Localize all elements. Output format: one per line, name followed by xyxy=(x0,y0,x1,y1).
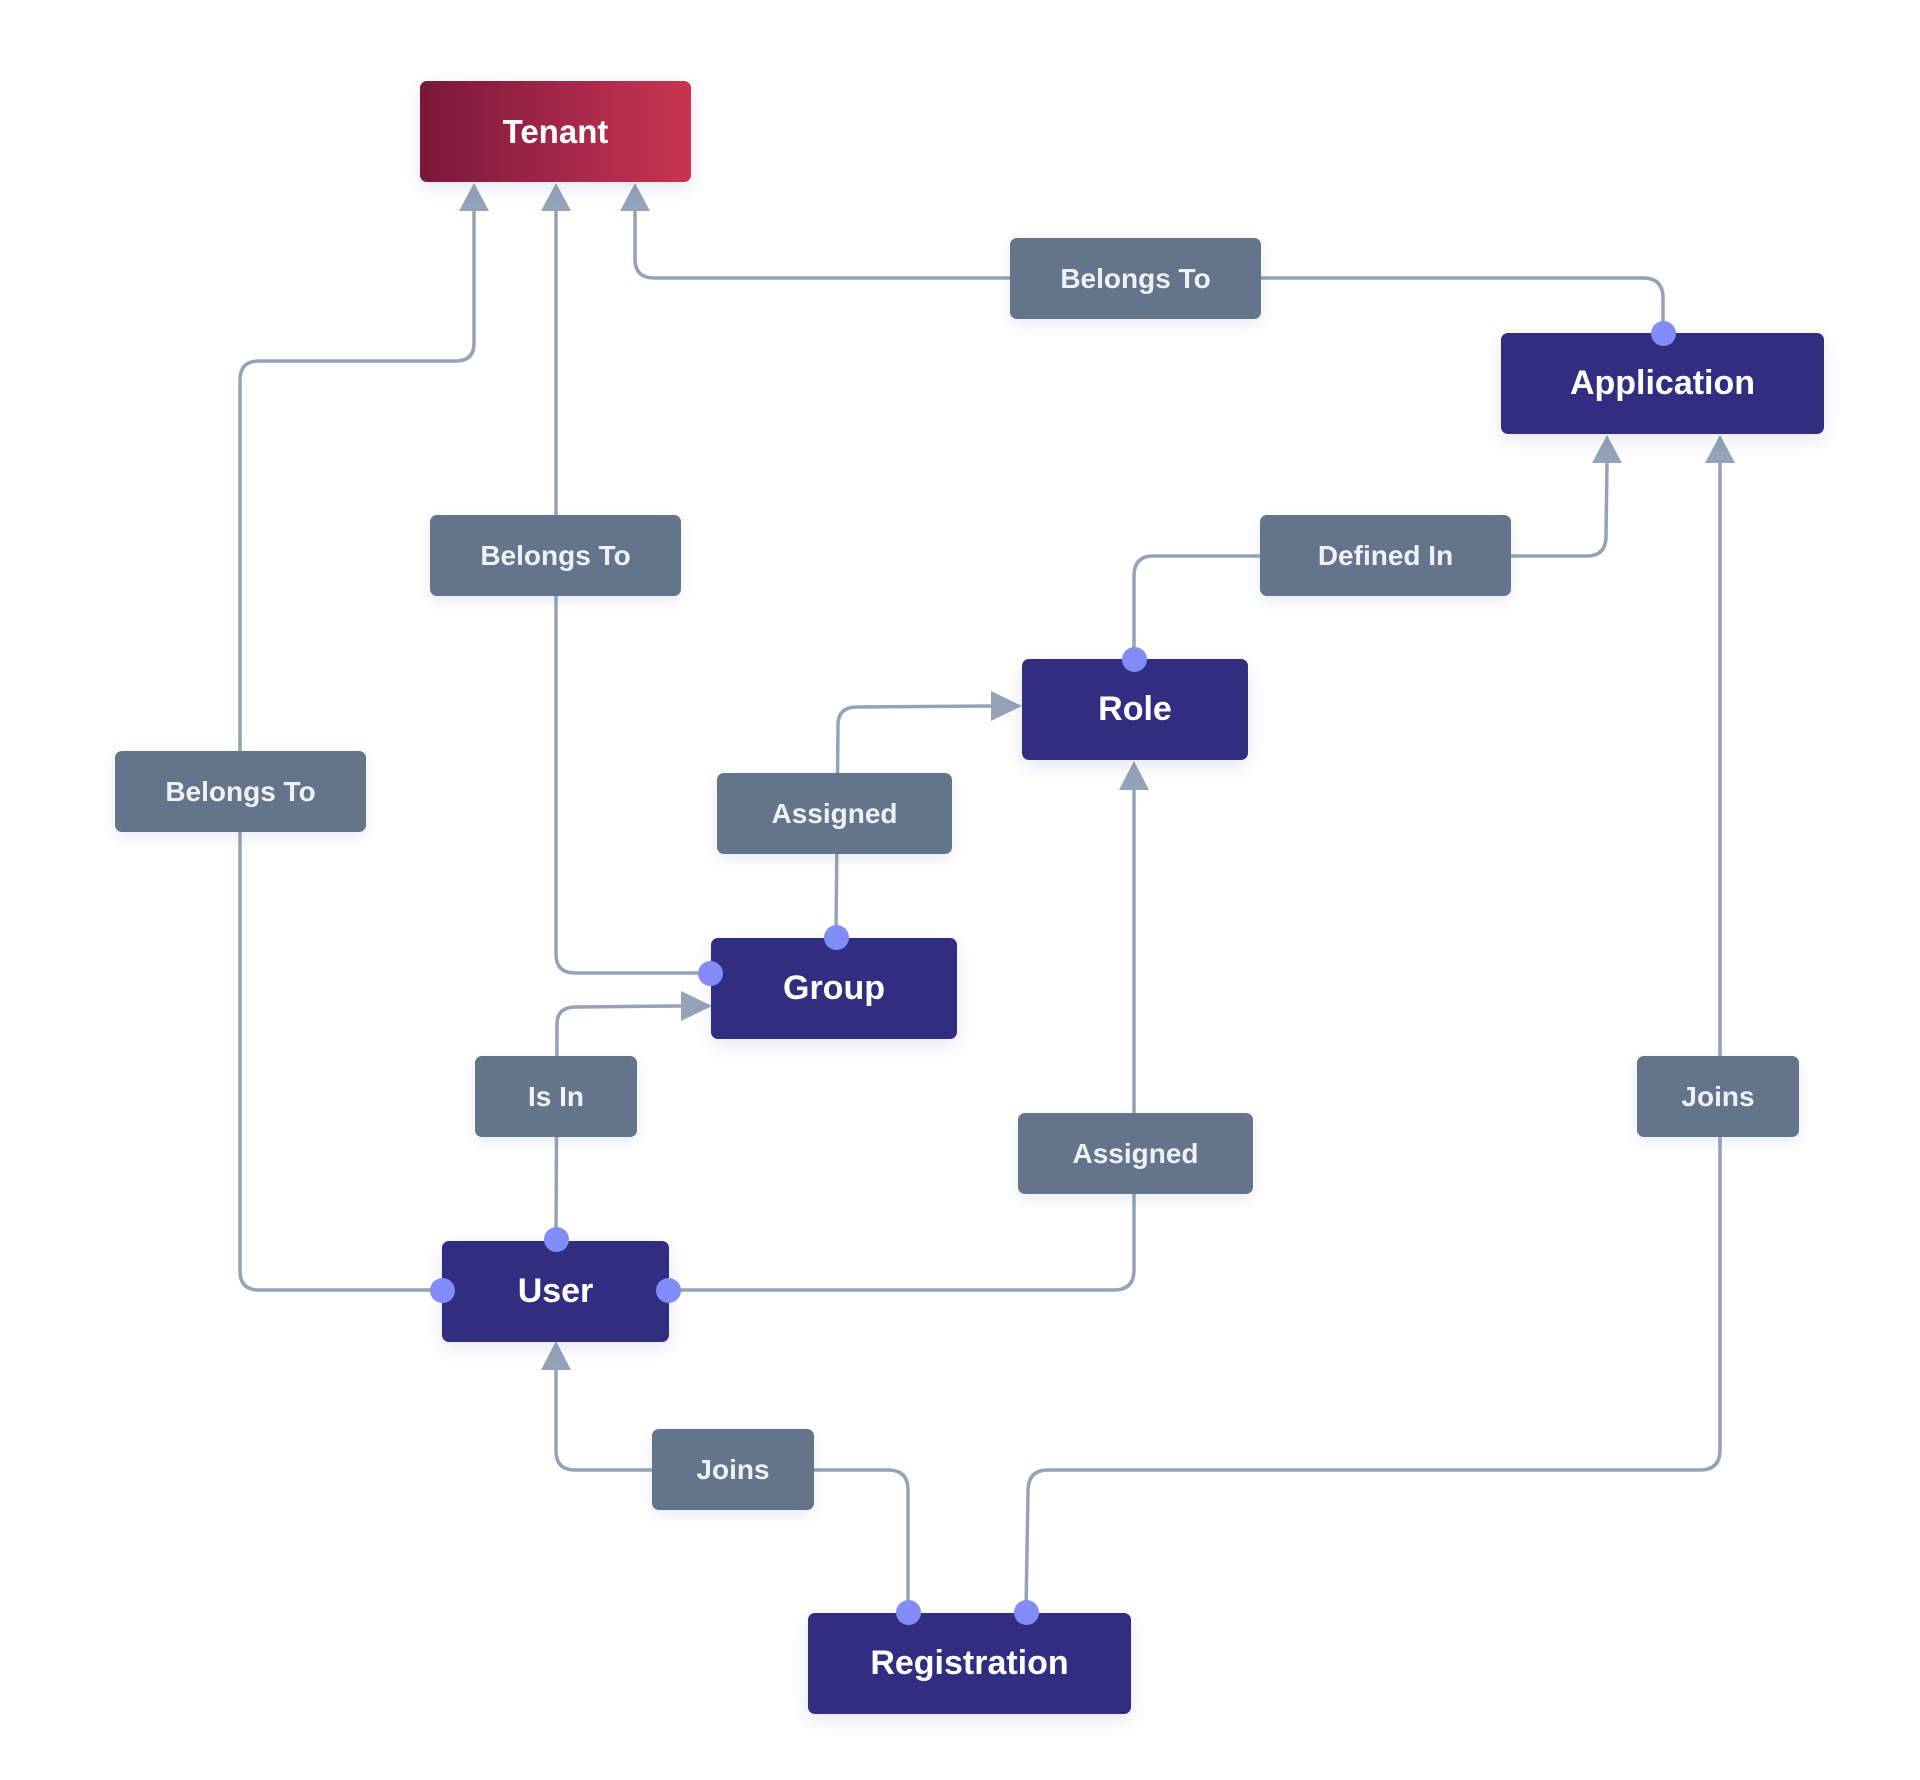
connector-endpoint-dot[interactable] xyxy=(1121,646,1147,672)
connector-endpoint-dot[interactable] xyxy=(655,1277,681,1303)
connector-endpoint-dot[interactable] xyxy=(1650,320,1676,346)
connector-group-tenant xyxy=(554,208,712,975)
relation-label-registration-joins-user: Joins xyxy=(652,1429,814,1510)
connector-endpoint-dot[interactable] xyxy=(1013,1599,1039,1625)
arrowhead-group-left xyxy=(681,991,712,1021)
entity-tenant[interactable]: Tenant xyxy=(420,81,691,182)
arrowhead-role-left xyxy=(991,691,1022,721)
arrowhead-application-1 xyxy=(1592,435,1622,463)
relation-label-user-belongs-to: Belongs To xyxy=(115,751,366,832)
arrowhead-user-bottom xyxy=(541,1341,571,1370)
relation-label-application-belongs-to: Belongs To xyxy=(1010,238,1261,319)
connector-endpoint-dot[interactable] xyxy=(429,1277,455,1303)
arrowhead-role-bottom xyxy=(1119,761,1149,790)
relation-label-defined-in: Defined In xyxy=(1260,515,1511,596)
connector-endpoint-dot[interactable] xyxy=(895,1599,921,1625)
connector-endpoint-dot[interactable] xyxy=(543,1226,569,1252)
connector-user-group xyxy=(554,1004,682,1240)
entity-registration[interactable]: Registration xyxy=(808,1613,1131,1714)
relation-label-group-belongs-to: Belongs To xyxy=(430,515,681,596)
connector-user-tenant xyxy=(238,208,476,1292)
arrowhead-tenant-3 xyxy=(620,183,650,211)
arrowhead-application-2 xyxy=(1705,435,1735,463)
connector-endpoint-dot[interactable] xyxy=(697,960,723,986)
entity-group[interactable]: Group xyxy=(711,938,957,1039)
entity-user[interactable]: User xyxy=(442,1241,669,1342)
entity-application[interactable]: Application xyxy=(1501,333,1824,434)
relation-label-registration-joins-application: Joins xyxy=(1637,1056,1799,1137)
relation-label-group-assigned: Assigned xyxy=(717,773,952,854)
connector-registration-application xyxy=(1024,460,1722,1614)
connector-group-role xyxy=(834,704,993,937)
arrowhead-tenant-1 xyxy=(459,183,489,211)
entity-role[interactable]: Role xyxy=(1022,659,1248,760)
arrowhead-tenant-2 xyxy=(541,183,571,211)
relation-label-user-assigned: Assigned xyxy=(1018,1113,1253,1194)
connector-user-role xyxy=(667,788,1136,1292)
relation-label-is-in: Is In xyxy=(475,1056,637,1137)
connector-endpoint-dot[interactable] xyxy=(823,924,849,950)
